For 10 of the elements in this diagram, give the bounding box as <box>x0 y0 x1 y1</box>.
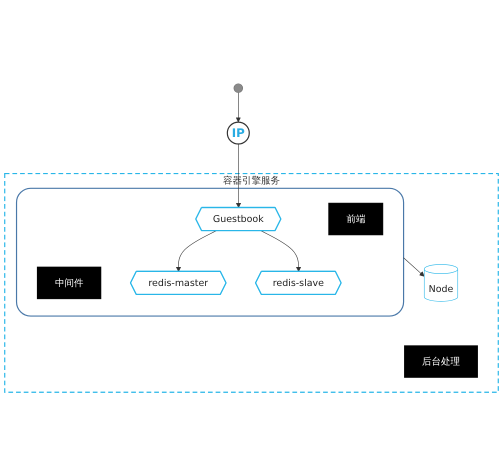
node-person <box>234 83 244 93</box>
arrow <box>403 257 424 277</box>
node-circle: IP <box>226 122 250 145</box>
arrow <box>260 230 302 272</box>
node-box: 前端 <box>328 202 384 236</box>
cluster <box>16 188 404 317</box>
node-box: 后台处理 <box>404 345 478 378</box>
arrow <box>236 92 241 122</box>
node-box: 中间件 <box>36 266 102 300</box>
arrow <box>176 230 216 272</box>
